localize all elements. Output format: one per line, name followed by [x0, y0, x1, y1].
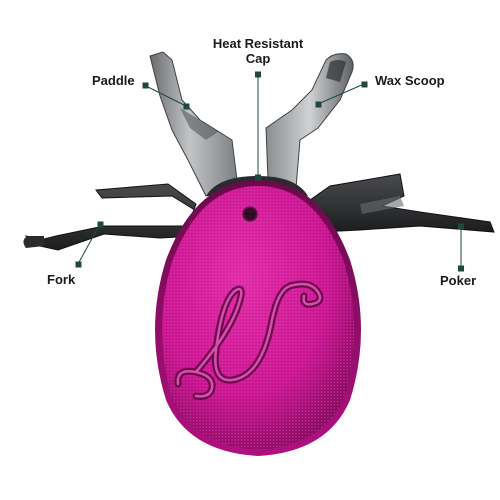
paddle-label: Paddle — [92, 73, 135, 88]
poker-label: Poker — [440, 273, 477, 288]
heat-cap-label: Heat Resistant Cap — [203, 36, 313, 66]
fork-blade — [23, 183, 199, 251]
heat-cap-label-line2: Cap — [245, 51, 271, 66]
poker-blade — [309, 173, 495, 233]
wax-scoop-label: Wax Scoop — [375, 73, 445, 88]
fork-label: Fork — [47, 272, 76, 287]
paddle-blade — [149, 51, 239, 197]
brand-logo — [174, 280, 324, 400]
paddle-leader — [145, 85, 187, 107]
leader-lines — [75, 71, 464, 272]
fork-leader — [77, 223, 101, 265]
tool-body — [155, 180, 361, 456]
heat-cap-label-line1: Heat Resistant — [212, 36, 304, 51]
wax-scoop-leader — [317, 83, 365, 105]
wax-scoop-blade — [265, 53, 354, 189]
